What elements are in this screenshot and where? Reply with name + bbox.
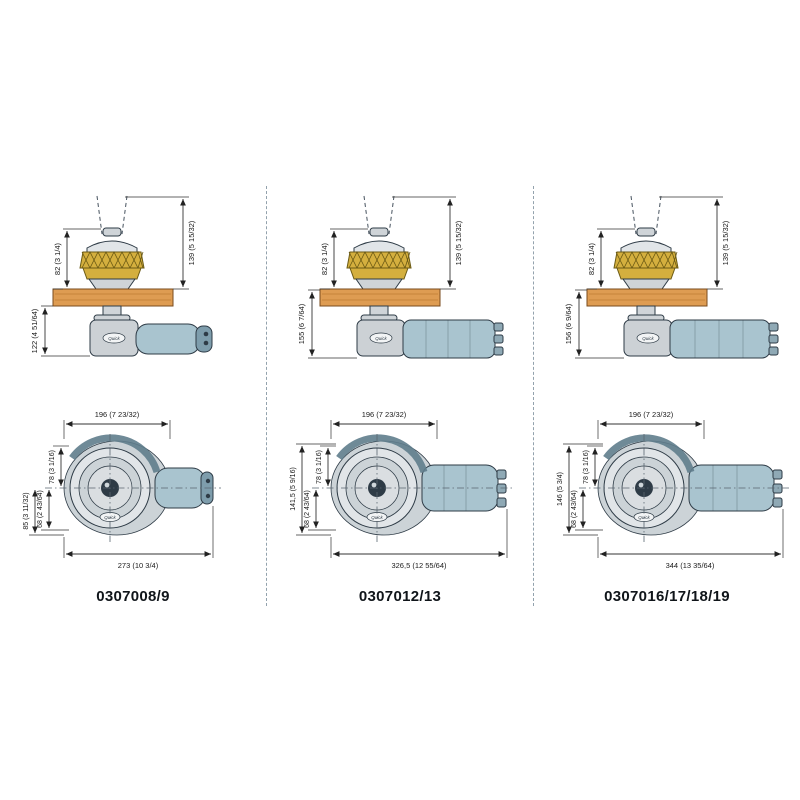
dim-width: 196 (7 23/32) (95, 410, 140, 419)
deck-plank (319, 288, 441, 307)
dim-chain-height: 139 (5 15/32) (187, 220, 196, 265)
deck-plank (52, 288, 174, 307)
motor-endcap (195, 325, 213, 353)
chainwheel-lower (82, 267, 142, 280)
dim-offset-a: 78 (3 1/16) (316, 450, 323, 484)
quick-logo: Quick (108, 336, 120, 341)
top-view: Quick (312, 434, 514, 542)
side-view: Quick (52, 195, 213, 357)
dim-offset-c: 141,5 (5 9/16) (290, 467, 297, 511)
dim-chain-height: 139 (5 15/32) (721, 220, 730, 265)
dim-width: 196 (7 23/32) (629, 410, 674, 419)
connector-knob (496, 469, 507, 480)
dim-length: 273 (10 3/4) (118, 561, 159, 570)
connector-knob (493, 334, 504, 344)
chainwheel-lower (349, 267, 409, 280)
connector-knob (772, 483, 783, 494)
dim-length: 344 (13 35/64) (666, 561, 715, 570)
dim-above-deck: 82 (3 1/4) (587, 242, 596, 275)
dim-width: 196 (7 23/32) (362, 410, 407, 419)
chainwheel-lower (616, 267, 676, 280)
base-cone (355, 278, 403, 290)
dim-offset-a: 78 (3 1/16) (583, 450, 590, 484)
model-number: 0307012/13 (358, 588, 442, 605)
model-number: 0307016/17/18/19 (604, 588, 730, 605)
dim-below-deck: 156 (6 9/64) (564, 303, 573, 344)
model-column-0307012: Quick 139 (5 15/32) 82 (3 1/4) (267, 186, 533, 605)
connector-knob (493, 346, 504, 356)
drawing-0307016: Quick 139 (5 15/32) 82 (3 1/4) (557, 195, 789, 570)
dim-below-deck: 122 (4 51/64) (30, 308, 39, 353)
column-separator (533, 186, 534, 606)
connector-knob (768, 322, 779, 332)
connector-knob (493, 322, 504, 332)
top-view: Quick (45, 434, 221, 542)
motor-body (402, 319, 496, 359)
model-column-0307016: Quick 139 (5 15/32) 82 (3 1/4) (534, 186, 800, 605)
terminal-dot (203, 331, 209, 337)
drawing-0307008: Quick 139 (5 15/32) 82 (3 1/4) 122 (4 5 (23, 195, 221, 570)
side-view: Quick (586, 195, 779, 359)
connector-knob (768, 334, 779, 344)
motor-body (669, 319, 771, 359)
top-dimensions: 196 (7 23/32) 78 (3 1/16) 68 (2 43/64) 1… (557, 410, 784, 570)
terminal-dot (203, 340, 209, 346)
top-view: Quick (579, 434, 789, 542)
stripper-arm (336, 434, 428, 474)
top-dimensions: 196 (7 23/32) 78 (3 1/16) 68 (2 43/64) 8… (23, 410, 214, 570)
stripper-arm (69, 434, 161, 474)
chain-pipe-dashed (630, 195, 637, 235)
top-cap (102, 227, 122, 237)
side-dimensions: 139 (5 15/32) 82 (3 1/4) 122 (4 51/64) (30, 196, 196, 357)
side-dimensions: 139 (5 15/32) 82 (3 1/4) 155 (6 7/64) (297, 196, 463, 359)
quick-logo: Quick (642, 336, 654, 341)
dim-below-deck: 155 (6 7/64) (297, 303, 306, 344)
deck-plank (586, 288, 708, 307)
base-cone (622, 278, 670, 290)
motor-body (135, 323, 201, 355)
drum-cone (620, 240, 672, 253)
top-cap (636, 227, 656, 237)
dim-above-deck: 82 (3 1/4) (320, 242, 329, 275)
column-separator (266, 186, 267, 606)
stripper-arm (603, 434, 695, 474)
connector-knob (772, 497, 783, 508)
connector-knob (772, 469, 783, 480)
quick-logo-badge (369, 332, 393, 344)
dim-offset-b: 68 (2 43/64) (571, 490, 578, 528)
top-cap (369, 227, 389, 237)
dim-offset-c: 85 (3 11/32) (23, 492, 30, 529)
model-column-0307008: Quick 139 (5 15/32) 82 (3 1/4) 122 (4 5 (0, 186, 266, 605)
model-number: 0307008/9 (96, 588, 170, 605)
base-cone (88, 278, 136, 290)
quick-logo-badge (102, 332, 126, 344)
connector-knob (496, 497, 507, 508)
connector-knob (496, 483, 507, 494)
side-view: Quick (319, 195, 504, 359)
connector-knob (768, 346, 779, 356)
dim-offset-a: 78 (3 1/16) (49, 450, 56, 484)
quick-logo-badge (636, 332, 660, 344)
drum-cone (353, 240, 405, 253)
dim-above-deck: 82 (3 1/4) (53, 242, 62, 275)
side-dimensions: 139 (5 15/32) 82 (3 1/4) 156 (6 9/64) (564, 196, 730, 359)
model-columns: Quick 139 (5 15/32) 82 (3 1/4) 122 (4 5 (0, 186, 800, 606)
quick-logo: Quick (375, 336, 387, 341)
dim-offset-b: 68 (2 43/64) (304, 490, 311, 528)
dim-offset-b: 68 (2 43/64) (37, 490, 44, 528)
chain-pipe-dashed (96, 195, 103, 235)
dim-length: 326,5 (12 55/64) (391, 561, 447, 570)
dim-chain-height: 139 (5 15/32) (454, 220, 463, 265)
top-dimensions: 196 (7 23/32) 78 (3 1/16) 68 (2 43/64) 1… (290, 410, 508, 570)
dim-offset-c: 146 (5 3/4) (557, 472, 564, 506)
drum-cone (86, 240, 138, 253)
drawing-0307012: Quick 139 (5 15/32) 82 (3 1/4) (290, 195, 514, 570)
chain-pipe-dashed (363, 195, 370, 235)
